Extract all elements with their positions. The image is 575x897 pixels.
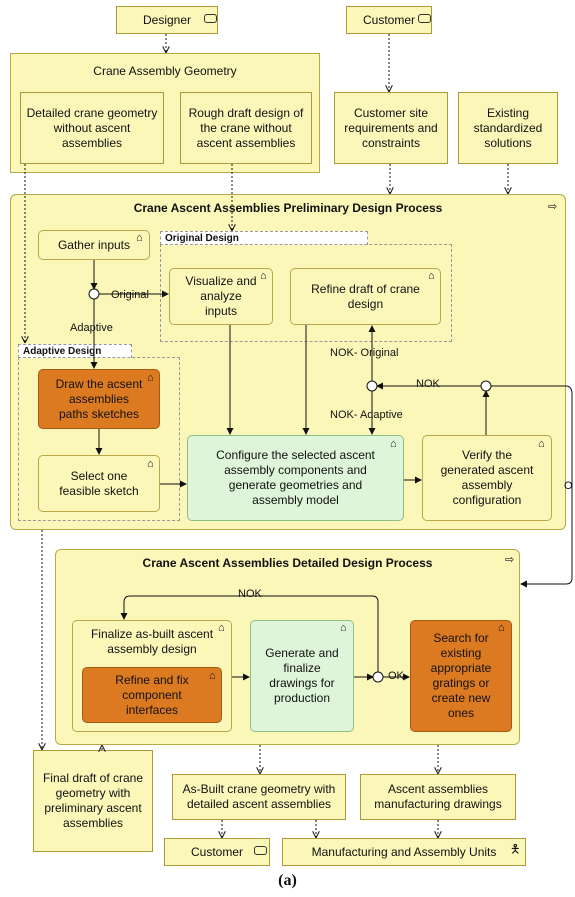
manufacturing-units-actor: Manufacturing and Assembly Units	[282, 838, 526, 866]
original-design-tab: Original Design	[160, 231, 368, 245]
figure-caption: (a)	[278, 872, 297, 889]
process-arrow-icon: ⇨	[548, 201, 558, 213]
flow-verify-detailed	[491, 385, 573, 588]
label-nok-adaptive: NOK- Adaptive	[330, 409, 403, 421]
customer-label-top: Customer	[362, 12, 415, 27]
customer-actor-bottom: Customer	[164, 838, 270, 866]
process-arrow-icon: ⇨	[505, 554, 515, 566]
junction-verify	[480, 380, 492, 392]
flow-nok-finalize	[120, 595, 379, 672]
process-icon: ⌂	[498, 622, 505, 634]
manufacturing-drawings-box: Ascent assemblies manufacturing drawings	[360, 774, 516, 820]
as-built-box: As-Built crane geometry with detailed as…	[172, 774, 346, 820]
process-icon: ⌂	[136, 232, 143, 244]
adaptive-design-tab: Adaptive Design	[18, 344, 132, 358]
gather-inputs-box: Gather inputs	[38, 230, 150, 260]
customer-requirements-box: Customer site requirements and constrain…	[334, 92, 448, 164]
final-draft-box: Final draft of crane geometry with preli…	[33, 750, 153, 852]
designer-actor: Designer	[116, 6, 218, 34]
finalize-label: Finalize as-built ascent assembly design	[90, 627, 214, 656]
customer-label-bottom: Customer	[190, 844, 243, 859]
junction-ok	[372, 671, 384, 683]
process-icon: ⌂	[260, 270, 267, 282]
search-gratings-box: Search for existing appropriate gratings…	[410, 620, 512, 732]
select-sketch-box: Select one feasible sketch	[38, 455, 160, 512]
existing-solutions-box: Existing standardized solutions	[458, 92, 558, 164]
process-icon: ⌂	[390, 438, 397, 450]
junction-nok	[366, 380, 378, 392]
role-icon	[204, 14, 217, 23]
label-nok-detailed: NOK	[238, 588, 262, 600]
process-icon: ⌂	[147, 372, 154, 384]
detailed-title: Crane Ascent Assemblies Detailed Design …	[142, 556, 433, 570]
refine-draft-box: Refine draft of crane design	[290, 268, 441, 325]
geometry-group-title: Crane Assembly Geometry	[93, 64, 237, 78]
draw-sketches-box: Draw the acsent assemblies paths sketche…	[38, 369, 160, 429]
designer-label: Designer	[142, 12, 192, 27]
process-icon: ⌂	[218, 622, 225, 634]
process-icon: ⌂	[538, 438, 545, 450]
refine-fix-box: Refine and fix component interfaces	[82, 667, 222, 723]
junction-original	[88, 288, 100, 300]
label-nok-original: NOK- Original	[330, 347, 399, 359]
manufacturing-units-label: Manufacturing and Assembly Units	[311, 844, 497, 859]
configure-box: Configure the selected ascent assembly c…	[187, 435, 404, 521]
customer-actor-top: Customer	[346, 6, 432, 34]
label-nok: NOK	[416, 378, 440, 390]
label-o: O	[564, 480, 573, 492]
detailed-geometry-box: Detailed crane geometry without ascent a…	[20, 92, 164, 164]
rough-draft-box: Rough draft design of the crane without …	[180, 92, 312, 164]
process-icon: ⌂	[147, 458, 154, 470]
process-icon: ⌂	[340, 622, 347, 634]
role-icon	[418, 14, 431, 23]
label-ok: OK	[388, 670, 404, 682]
actor-icon: 🯅	[510, 842, 521, 856]
process-icon: ⌂	[428, 270, 435, 282]
adaptive-design-area	[18, 357, 180, 521]
verify-box: Verify the generated ascent assembly con…	[422, 435, 552, 521]
label-original: Original	[111, 289, 149, 301]
label-adaptive: Adaptive	[70, 322, 113, 334]
generate-drawings-box: Generate and finalize drawings for produ…	[250, 620, 354, 732]
preliminary-title: Crane Ascent Assemblies Preliminary Desi…	[133, 201, 443, 215]
visualize-box: Visualize and analyze inputs	[169, 268, 273, 325]
role-icon	[254, 846, 267, 855]
process-icon: ⌂	[209, 670, 216, 682]
